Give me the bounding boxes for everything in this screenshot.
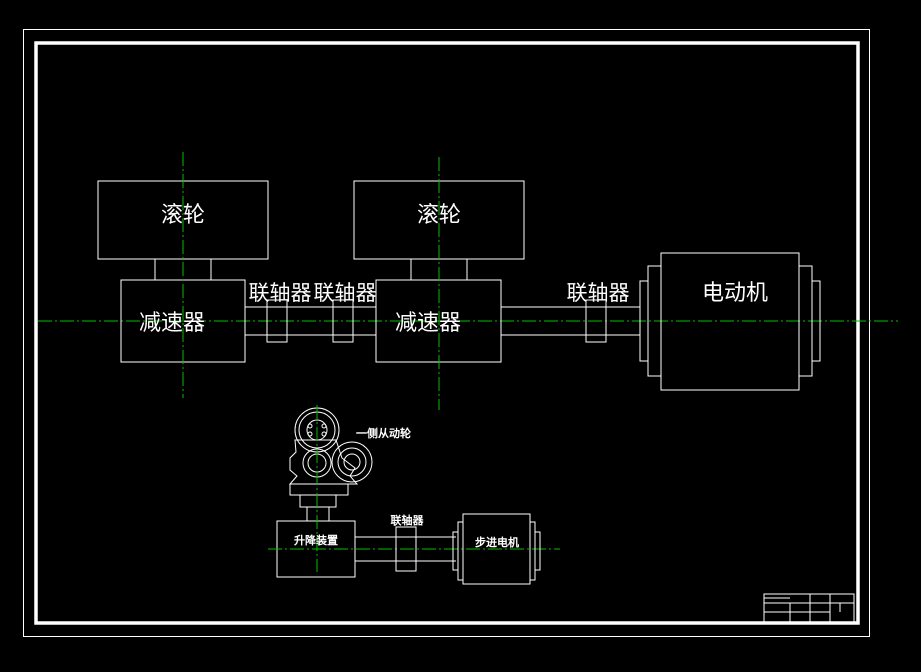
title-block: [763, 593, 855, 623]
driven-wheel-label: 一侧从动轮: [356, 426, 411, 440]
electric-motor: 电动机: [639, 252, 821, 391]
motor-shaft: 联轴器: [501, 281, 640, 343]
small-coupling-label: 联轴器: [391, 513, 425, 527]
coupling-2: [332, 299, 354, 343]
coupling-2-label: 联轴器: [314, 281, 377, 305]
coupling-1-label: 联轴器: [249, 281, 312, 305]
drawing-frame: [34, 41, 860, 625]
lifting-assembly: 一侧从动轮 升降装置 联轴器 步进电机: [268, 405, 560, 585]
left-roller-label: 滚轮: [161, 203, 205, 228]
motor-label: 电动机: [702, 281, 768, 306]
right-reducer-label: 减速器: [395, 311, 461, 336]
right-roller-assembly: 滚轮 减速器: [353, 157, 525, 410]
outer-border: [23, 29, 870, 637]
coupling-3: [585, 299, 607, 343]
stepper-motor-label: 步进电机: [475, 535, 519, 549]
intermediate-shaft: 联轴器 联轴器: [245, 281, 377, 343]
coupling-3-label: 联轴器: [567, 281, 630, 305]
right-roller-label: 滚轮: [417, 203, 461, 228]
lifting-device-label: 升降装置: [294, 533, 338, 547]
small-coupling: [395, 526, 417, 572]
left-reducer-label: 减速器: [139, 311, 205, 336]
left-roller-assembly: 滚轮 减速器: [97, 152, 269, 398]
coupling-1: [266, 299, 288, 343]
